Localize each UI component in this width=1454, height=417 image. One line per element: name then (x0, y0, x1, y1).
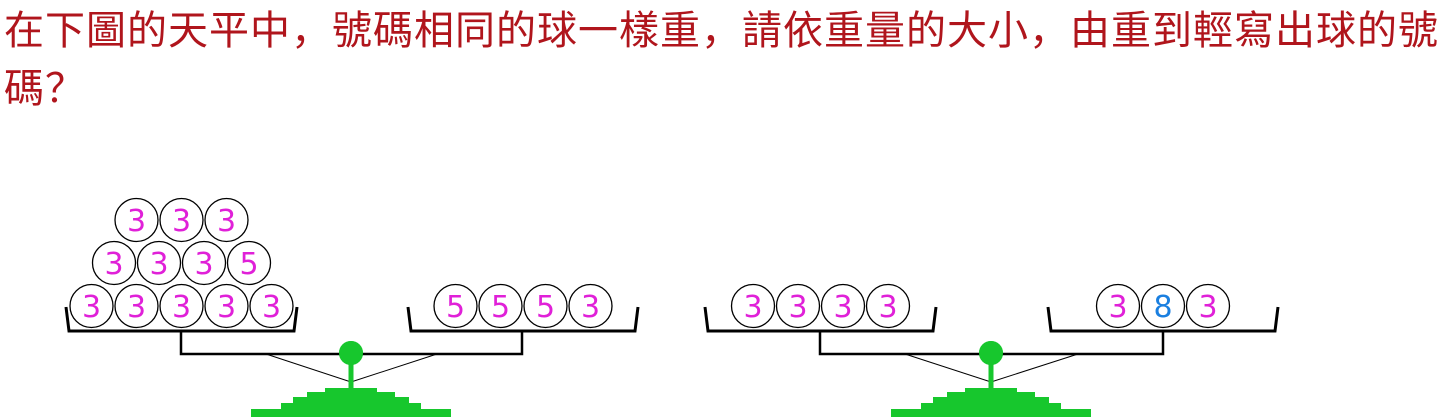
ball-number: 3 (149, 247, 168, 282)
wire-left (265, 353, 352, 383)
ball: 5 (478, 283, 523, 329)
ball: 3 (159, 197, 204, 243)
ball-number: 3 (878, 290, 897, 325)
wire-left (904, 353, 992, 383)
ball-number: 3 (262, 290, 281, 325)
ball: 3 (249, 283, 294, 329)
pivot-knob-top (979, 341, 1003, 365)
ball-number: 3 (104, 247, 123, 282)
ball: 3 (114, 283, 159, 329)
left-pan (703, 306, 938, 333)
ball-number: 5 (536, 290, 555, 325)
ball-outline (433, 283, 478, 329)
ball: 3 (820, 283, 866, 329)
ball-number: 3 (833, 290, 852, 325)
ball-number: 3 (127, 204, 146, 239)
ball: 3 (69, 283, 114, 329)
ball: 3 (730, 283, 776, 329)
ball-number: 3 (194, 247, 213, 282)
ball: 3 (1095, 283, 1141, 329)
ball-outline (730, 283, 776, 329)
question-text: 在下圖的天平中，號碼相同的球一樣重，請依重量的大小，由重到輕寫出球的號碼？ (4, 8, 1439, 112)
ball: 8 (1140, 283, 1186, 329)
stand-base (891, 388, 1091, 417)
ball-number: 3 (217, 290, 236, 325)
stand-base (251, 388, 451, 417)
ball: 3 (1185, 283, 1231, 329)
ball-outline (69, 283, 114, 329)
ball: 3 (865, 283, 911, 329)
ball-outline (249, 283, 294, 329)
ball-outline (114, 197, 159, 243)
ball-outline (159, 197, 204, 243)
left-pan (64, 306, 299, 333)
ball-outline (204, 197, 249, 243)
ball: 5 (433, 283, 478, 329)
ball: 3 (568, 283, 613, 329)
right-pan (1046, 306, 1280, 333)
ball-outline (865, 283, 911, 329)
ball-outline (114, 283, 159, 329)
ball: 3 (91, 240, 137, 286)
stand-post (348, 354, 354, 390)
ball-outline (204, 283, 249, 329)
ball-outline (226, 240, 272, 286)
ball-number: 5 (239, 247, 258, 282)
ball-number: 3 (172, 290, 191, 325)
ball-outline (478, 283, 523, 329)
wire-right (990, 353, 1079, 383)
ball-outline (159, 283, 204, 329)
ball-outline (820, 283, 866, 329)
ball-outline (136, 240, 182, 286)
ball: 3 (136, 240, 182, 286)
ball: 3 (204, 197, 249, 243)
ball: 3 (114, 197, 159, 243)
ball-number: 3 (127, 290, 146, 325)
ball-outline (91, 240, 137, 286)
pivot-knob-top (339, 341, 363, 365)
ball-outline (523, 283, 568, 329)
ball-number: 3 (743, 290, 762, 325)
ball-number: 3 (82, 290, 101, 325)
ball: 3 (775, 283, 821, 329)
ball-outline (1185, 283, 1231, 329)
ball-outline (1095, 283, 1141, 329)
ball-number: 3 (788, 290, 807, 325)
wire-right (350, 353, 438, 383)
ball-number: 3 (1198, 290, 1217, 325)
ball-number: 3 (1108, 290, 1127, 325)
ball: 3 (181, 240, 227, 286)
ball-outline (568, 283, 613, 329)
ball-number: 5 (491, 290, 510, 325)
ball-outline (775, 283, 821, 329)
ball: 5 (523, 283, 568, 329)
ball: 3 (204, 283, 249, 329)
ball-number: 3 (581, 290, 600, 325)
ball-number: 5 (446, 290, 465, 325)
stand-post (988, 354, 994, 390)
ball-number: 8 (1153, 290, 1172, 325)
ball: 5 (226, 240, 272, 286)
ball-outline (1140, 283, 1186, 329)
ball: 3 (159, 283, 204, 329)
ball-outline (181, 240, 227, 286)
ball-number: 3 (217, 204, 236, 239)
ball-number: 3 (172, 204, 191, 239)
right-pan (406, 306, 640, 333)
